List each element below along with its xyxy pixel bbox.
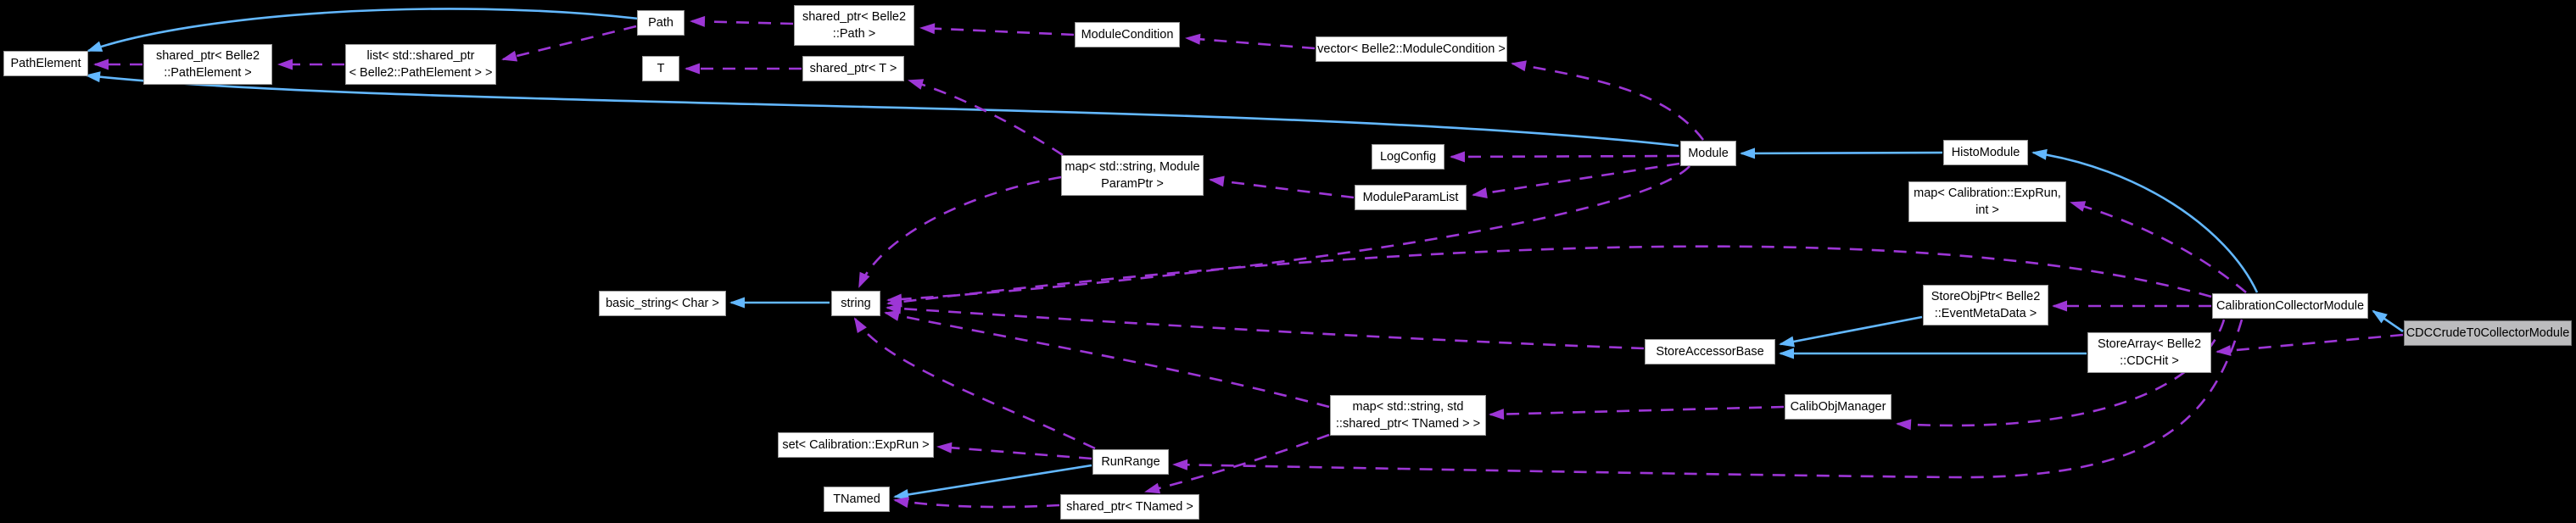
edge-map-uses-sharedptrt xyxy=(908,79,1064,157)
node-label: basic_string< Char > xyxy=(606,297,719,310)
edge-modulecondition-uses-sharedptrpath xyxy=(919,23,1075,36)
node-map-exprun-int[interactable]: map< Calibration::ExpRun,int > xyxy=(1908,181,2066,222)
edge-cdccrude-inherits-calibrationcollector xyxy=(2372,309,2404,333)
node-store-obj-ptr-eventmetadata[interactable]: StoreObjPtr< Belle2::EventMetaData > xyxy=(1923,285,2048,325)
node-label: StoreAccessorBase xyxy=(1656,345,1764,359)
node-label: LogConfig xyxy=(1379,150,1437,164)
edge-module-uses-vector xyxy=(1511,60,1705,141)
node-module[interactable]: Module xyxy=(1680,141,1736,166)
edge-moduleparamlist-uses-map xyxy=(1209,175,1355,199)
node-histo-module[interactable]: HistoModule xyxy=(1943,140,2028,165)
node-label: ::PathElement > xyxy=(164,66,252,80)
node-label: HistoModule xyxy=(1951,146,2020,159)
edge-runrange-inherits-tnamed xyxy=(893,464,1092,500)
node-label: vector< Belle2::ModuleCondition > xyxy=(1317,42,1506,56)
node-label: int > xyxy=(1975,203,1999,217)
node-calib-obj-manager[interactable]: CalibObjManager xyxy=(1785,394,1891,420)
edge-module-uses-string xyxy=(886,165,1690,305)
edge-maptnamed-uses-string xyxy=(884,310,1330,409)
node-label: ::Path > xyxy=(832,27,876,41)
node-label: T xyxy=(657,62,665,75)
node-label: list< std::shared_ptr xyxy=(366,49,475,63)
node-run-range[interactable]: RunRange xyxy=(1092,449,1169,475)
node-list-shared-ptr-path-element[interactable]: list< std::shared_ptr< Belle2::PathEleme… xyxy=(345,44,496,85)
node-label: Path xyxy=(648,16,673,30)
node-basic-string-char[interactable]: basic_string< Char > xyxy=(599,291,726,316)
node-label: CDCCrudeT0CollectorModule xyxy=(2406,326,2570,340)
node-tnamed[interactable]: TNamed xyxy=(824,487,890,512)
node-t[interactable]: T xyxy=(642,56,679,81)
node-path-element[interactable]: PathElement xyxy=(3,51,88,76)
node-label: ::shared_ptr< TNamed > > xyxy=(1335,417,1481,431)
node-shared-ptr-t[interactable]: shared_ptr< T > xyxy=(802,56,904,81)
edge-module-inherits-path-element xyxy=(85,71,1679,147)
node-label: StoreArray< Belle2 xyxy=(2097,337,2202,351)
node-string[interactable]: string xyxy=(831,291,880,316)
node-label: ModuleCondition xyxy=(1081,28,1174,42)
node-label: shared_ptr< TNamed > xyxy=(1066,500,1193,514)
node-label: CalibrationCollectorModule xyxy=(2216,299,2365,313)
node-label: map< std::string, Module xyxy=(1064,160,1200,174)
node-label: map< std::string, std xyxy=(1352,400,1464,414)
node-label: CalibObjManager xyxy=(1790,400,1886,414)
edge-calibrationcollector-inherits-histomodule xyxy=(2031,148,2259,293)
edge-calibrationcollector-uses-calibobjmanager xyxy=(1896,319,2226,431)
edge-maptnamed-uses-sharedptrtnamed xyxy=(1144,433,1330,494)
node-label: RunRange xyxy=(1101,455,1160,469)
node-module-condition[interactable]: ModuleCondition xyxy=(1075,22,1180,47)
node-store-array-cdchit[interactable]: StoreArray< Belle2::CDCHit > xyxy=(2087,332,2211,373)
edge-cdccrude-uses-storearray xyxy=(2216,333,2404,357)
node-map-string-shared-ptr-tnamed[interactable]: map< std::string, std::shared_ptr< TName… xyxy=(1330,395,1486,436)
edge-path-uses-list xyxy=(501,25,637,62)
node-label: ::CDCHit > xyxy=(2120,354,2179,368)
node-log-config[interactable]: LogConfig xyxy=(1372,144,1444,170)
node-label: ModuleParamList xyxy=(1362,191,1459,204)
node-shared-ptr-path-element[interactable]: shared_ptr< Belle2::PathElement > xyxy=(143,44,272,85)
node-set-calibration-exprun[interactable]: set< Calibration::ExpRun > xyxy=(778,432,934,458)
node-path[interactable]: Path xyxy=(637,10,685,36)
edge-calibrationcollector-uses-mapexprun xyxy=(2070,201,2247,293)
edge-calibobjmanager-uses-maptnamed xyxy=(1489,405,1785,420)
node-label: string xyxy=(841,297,871,310)
edge-mapparamptr-uses-string xyxy=(858,175,1062,288)
node-vector-module-condition[interactable]: vector< Belle2::ModuleCondition > xyxy=(1316,36,1507,62)
node-store-accessor-base[interactable]: StoreAccessorBase xyxy=(1645,339,1775,364)
node-label: TNamed xyxy=(833,492,880,506)
edge-calibrationcollector-uses-runrange xyxy=(1172,319,2244,479)
node-shared-ptr-tnamed[interactable]: shared_ptr< TNamed > xyxy=(1060,494,1199,520)
node-label: ParamPtr > xyxy=(1101,177,1164,191)
node-shared-ptr-path[interactable]: shared_ptr< Belle2::Path > xyxy=(794,5,914,46)
node-label: ::EventMetaData > xyxy=(1934,307,2037,320)
node-cdc-crude-t0-collector-module: CDCCrudeT0CollectorModule xyxy=(2404,320,2572,346)
edge-runrange-uses-setexprun xyxy=(936,442,1092,460)
edge-module-uses-logconfig xyxy=(1450,151,1680,163)
edge-storeaccessorbase-uses-string xyxy=(886,303,1645,350)
edge-module-uses-moduleparamlist xyxy=(1472,162,1680,199)
node-calibration-collector-module[interactable]: CalibrationCollectorModule xyxy=(2212,293,2368,319)
node-label: < Belle2::PathElement > > xyxy=(349,66,493,80)
node-label: Module xyxy=(1688,147,1729,160)
edge-sharedptrtnamed-uses-tnamed xyxy=(893,497,1060,509)
node-label: map< Calibration::ExpRun, xyxy=(1914,186,2061,200)
edge-vector-uses-modulecondition xyxy=(1185,33,1316,50)
node-label: PathElement xyxy=(10,57,81,70)
edge-runrange-uses-string xyxy=(853,317,1096,450)
node-label: shared_ptr< Belle2 xyxy=(802,10,907,24)
node-label: shared_ptr< T > xyxy=(809,62,897,75)
edge-path-inherits-path-element xyxy=(87,8,640,53)
node-label: StoreObjPtr< Belle2 xyxy=(1931,290,2041,303)
node-module-param-list[interactable]: ModuleParamList xyxy=(1355,185,1467,210)
edge-sharedptrpath-uses-path xyxy=(690,15,794,27)
edge-calibrationcollector-uses-string xyxy=(886,245,2212,308)
node-label: shared_ptr< Belle2 xyxy=(155,49,260,63)
node-label: set< Calibration::ExpRun > xyxy=(782,438,930,452)
edge-storeobjptr-inherits-storeaccessorbase xyxy=(1779,315,1923,348)
